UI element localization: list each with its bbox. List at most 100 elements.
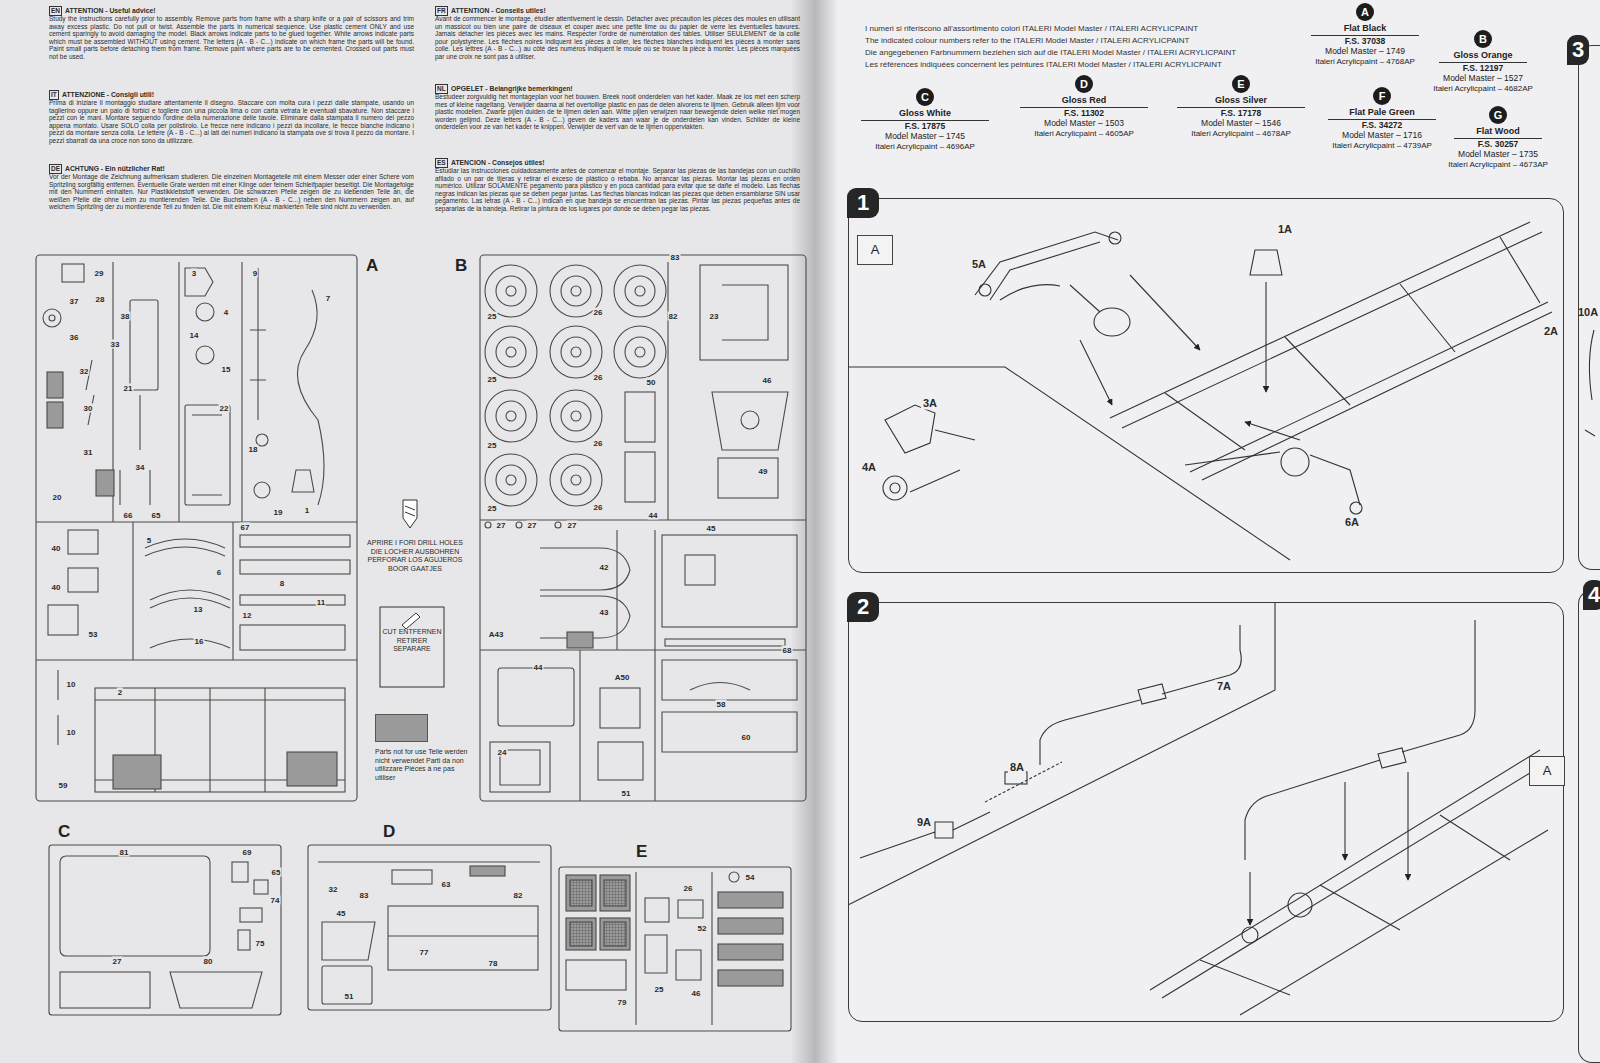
language-code: NL [435,84,448,94]
part-number: 10 [66,680,77,689]
part-number: 25 [487,375,498,384]
assembly-step-panel: 2A [848,602,1564,1022]
color-letter: F [1373,87,1391,105]
part-number: 25 [487,441,498,450]
color-letter: B [1474,30,1492,48]
paint-reference: BGloss OrangeF.S. 12197Model Master – 15… [1433,30,1533,93]
assembly-step-2 [848,602,1548,1015]
legend-text: Parts not for use Teile werden nicht ver… [375,748,475,782]
paint-reference-note: Les références indiquées concernent les … [865,60,1222,69]
paint-reference: EGloss SilverF.S. 17178Model Master – 15… [1171,75,1311,138]
acrylic-code: Italeri Acrylicpaint – 4696AP [855,142,995,151]
acrylic-code: Italeri Acrylicpaint – 4605AP [1014,129,1154,138]
part-number: 45 [336,909,347,918]
sprue-tag: A [858,236,892,264]
part-callout: 7A [1215,680,1233,693]
instruction-text: Avant de commencer le montage, étudier a… [435,15,800,61]
part-number: 7 [325,294,331,303]
assembly-step-panel: 1A [848,198,1564,573]
part-number: 25 [654,985,665,994]
sprue-tag: A [1530,757,1564,785]
part-number: 16 [194,637,205,646]
acrylic-code: Italeri Acrylicpaint – 4673AP [1448,160,1548,169]
step-number: 2 [847,592,879,622]
step-number: 1 [847,188,879,218]
part-number: 26 [593,373,604,382]
part-number: 78 [488,959,499,968]
part-number: 65 [151,511,162,520]
fs-number: F.S. 11302 [1014,109,1154,119]
part-number: 23 [709,312,720,321]
part-number: 13 [193,605,204,614]
part-number: 63 [441,880,452,889]
part-number: A50 [614,673,631,682]
paint-reference: DGloss RedF.S. 11302Model Master – 1503I… [1014,75,1154,138]
fs-number: F.S. 17178 [1171,109,1311,119]
part-number: 83 [359,891,370,900]
part-number: 44 [533,663,544,672]
part-number: 9 [252,269,258,278]
part-number: 40 [51,544,62,553]
part-number: 14 [189,331,200,340]
part-callout: 1A [1276,223,1294,236]
part-number: 24 [497,748,508,757]
part-number: 31 [83,448,94,457]
legend-swatch [375,714,428,742]
part-number: 53 [88,630,99,639]
acrylic-code: Italeri Acrylicpaint – 4739AP [1322,141,1442,150]
paint-name: Flat Wood [1454,126,1542,139]
part-number: 20 [52,493,63,502]
sprue-c-d-e [49,845,791,1031]
part-number: 11 [316,598,326,607]
part-number: 27 [496,521,507,530]
color-letter: G [1489,106,1507,124]
part-number: 54 [745,873,756,882]
part-number: 22 [219,404,230,413]
sprue-tag-box: A [1529,756,1565,786]
part-number: 74 [270,896,281,905]
model-master-code: Model Master – 1735 [1448,150,1548,160]
part-callout: 6A [1343,516,1361,529]
part-number: 42 [599,563,610,572]
sprue-tag-box: A [857,235,893,265]
sprue-letter: B [455,256,467,276]
section-heading: ACHTUNG - Ein nützlicher Rat! [65,164,165,173]
part-number: 27 [567,521,578,530]
part-number: 25 [487,504,498,513]
color-letter: D [1075,75,1093,93]
part-number: 19 [273,508,284,517]
part-callout: 8A [1008,761,1026,774]
part-number: 77 [419,948,430,957]
part-number: 26 [593,439,604,448]
part-number: 58 [716,700,727,709]
part-number: 29 [94,269,105,278]
color-letter: A [1356,3,1374,21]
model-master-code: Model Master – 1716 [1322,131,1442,141]
language-code: EN [49,6,62,16]
legend-symbols [380,500,444,687]
part-number: 80 [203,957,214,966]
model-master-code: Model Master – 1546 [1171,119,1311,129]
part-number: 5 [146,536,152,545]
part-number: 30 [83,404,94,413]
part-number: 83 [670,253,681,262]
assembly-step-1 [848,222,1552,560]
section-heading: ATTENTION - Useful advice! [65,6,156,15]
part-number: 6 [216,568,222,577]
model-master-code: Model Master – 1745 [855,132,995,142]
part-number: 4 [223,308,229,317]
part-callout: 2A [1542,325,1560,338]
part-number: 52 [697,924,708,933]
paint-name: Gloss Orange [1439,50,1527,63]
legend-text: APRIRE I FORI DRILL HOLES DIE LOCHER AUS… [365,539,465,573]
language-code: FR [435,6,448,16]
section-heading: ATTENTION - Conseils utiles! [451,6,546,15]
part-callout: 3A [921,397,939,410]
part-number: 3 [191,269,197,278]
language-code: DE [49,164,62,174]
part-number: 32 [79,367,90,376]
part-number: 2 [117,688,123,697]
part-number: 10 [66,728,77,737]
